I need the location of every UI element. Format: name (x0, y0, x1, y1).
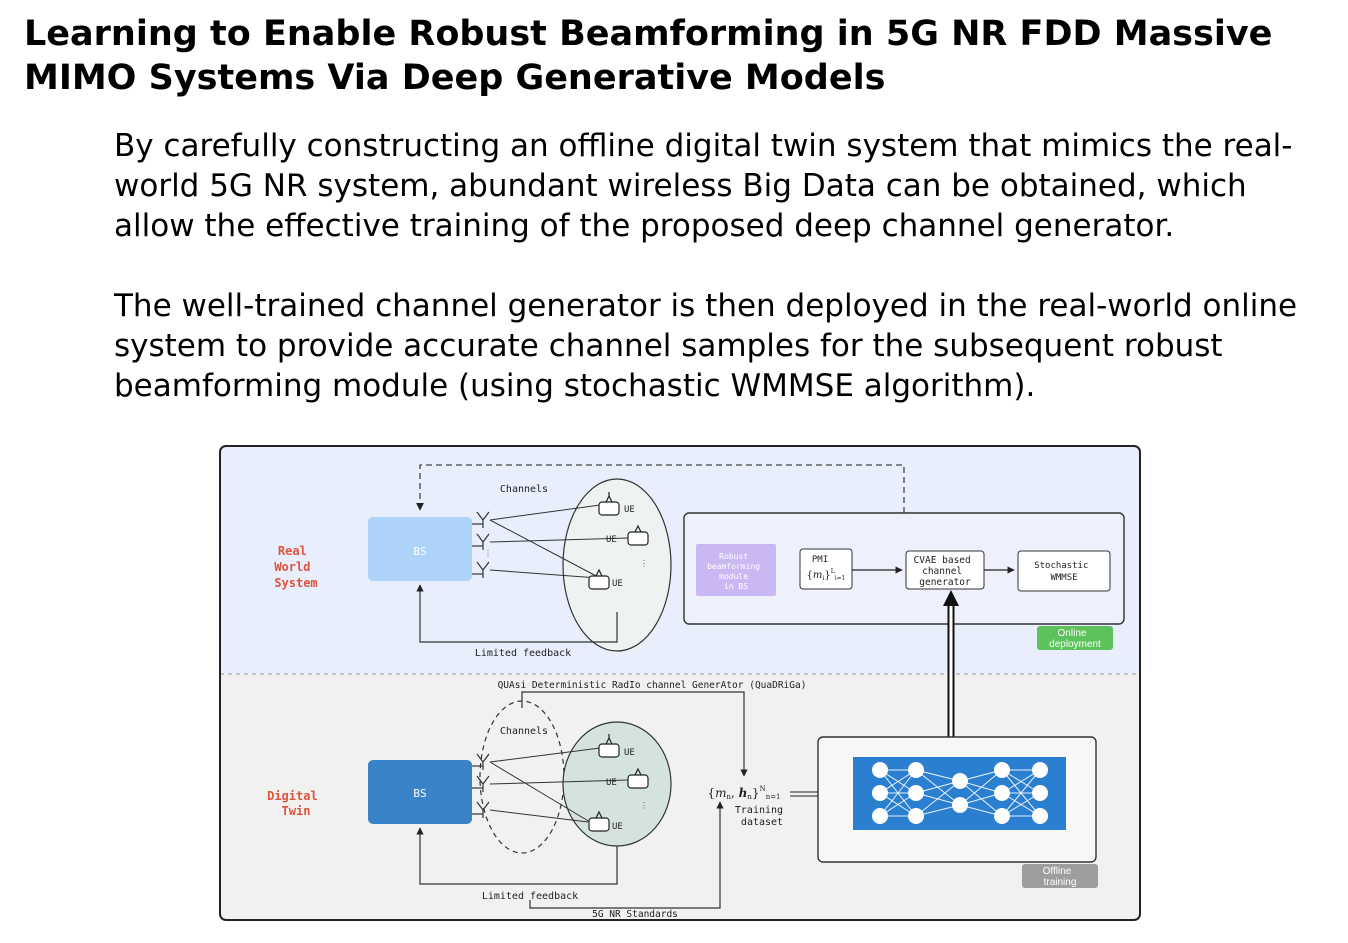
online-deployment-box (683, 512, 1125, 625)
real-antennas (472, 511, 490, 578)
robust-beamforming-label: Robust beamforming module in BS (707, 552, 765, 591)
neural-network-nodes (872, 762, 1048, 824)
cvae-generator-label: CVAE based channel generator (914, 555, 977, 588)
pmi-label: PMI (812, 555, 828, 565)
offline-training-label: Offline training (1043, 866, 1078, 888)
stochastic-wmmse-label: Stochastic WMMSE (1034, 561, 1094, 583)
twin-ue-label-2: UE (606, 778, 617, 788)
real-ue-ellipse (562, 478, 672, 652)
twin-feedback-label: Limited feedback (482, 891, 578, 902)
twin-antennas (472, 753, 490, 818)
svg-text:⋮: ⋮ (640, 559, 648, 568)
paragraph-deployment: The well-trained channel generator is th… (114, 288, 1298, 404)
paragraph-digital-twin: By carefully constructing an offline dig… (114, 128, 1293, 244)
diagram-frame (219, 445, 1141, 921)
slide-title: Learning to Enable Robust Beamforming in… (24, 14, 1273, 98)
twin-ue-label-1: UE (624, 748, 635, 758)
real-channels-label: Channels (500, 484, 548, 495)
twin-bs-label: BS (413, 787, 426, 800)
robust-beamforming-box (696, 544, 776, 596)
real-bs-box (368, 517, 472, 581)
twin-channels-label: Channels (500, 726, 548, 737)
svg-text:⋮: ⋮ (640, 801, 648, 810)
training-dataset-label: Training dataset (735, 805, 789, 828)
standards-label: 5G NR Standards (592, 909, 678, 920)
real-ue-devices (588, 492, 649, 590)
svg-text:⋮: ⋮ (484, 549, 492, 558)
real-ue-label-2: UE (606, 535, 617, 545)
real-feedback-label: Limited feedback (475, 648, 571, 659)
online-deployment-tag (1037, 626, 1113, 650)
twin-ue-label-3: UE (612, 822, 623, 832)
real-ue-label-3: UE (612, 579, 623, 589)
twin-bs-box (368, 760, 472, 824)
real-world-label: Real World System (274, 544, 317, 590)
quadriga-label: QUAsi Deterministic RadIo channel GenerA… (498, 680, 807, 691)
offline-training-tag (1022, 864, 1098, 888)
real-bs-label: BS (413, 545, 426, 558)
stochastic-wmmse-box (1017, 550, 1111, 592)
digital-twin-label: Digital Twin (267, 789, 325, 818)
online-deployment-label: Online deployment (1049, 628, 1101, 650)
real-ue-label-1: UE (624, 505, 635, 515)
pmi-box (799, 548, 853, 590)
twin-ue-devices (588, 734, 649, 832)
